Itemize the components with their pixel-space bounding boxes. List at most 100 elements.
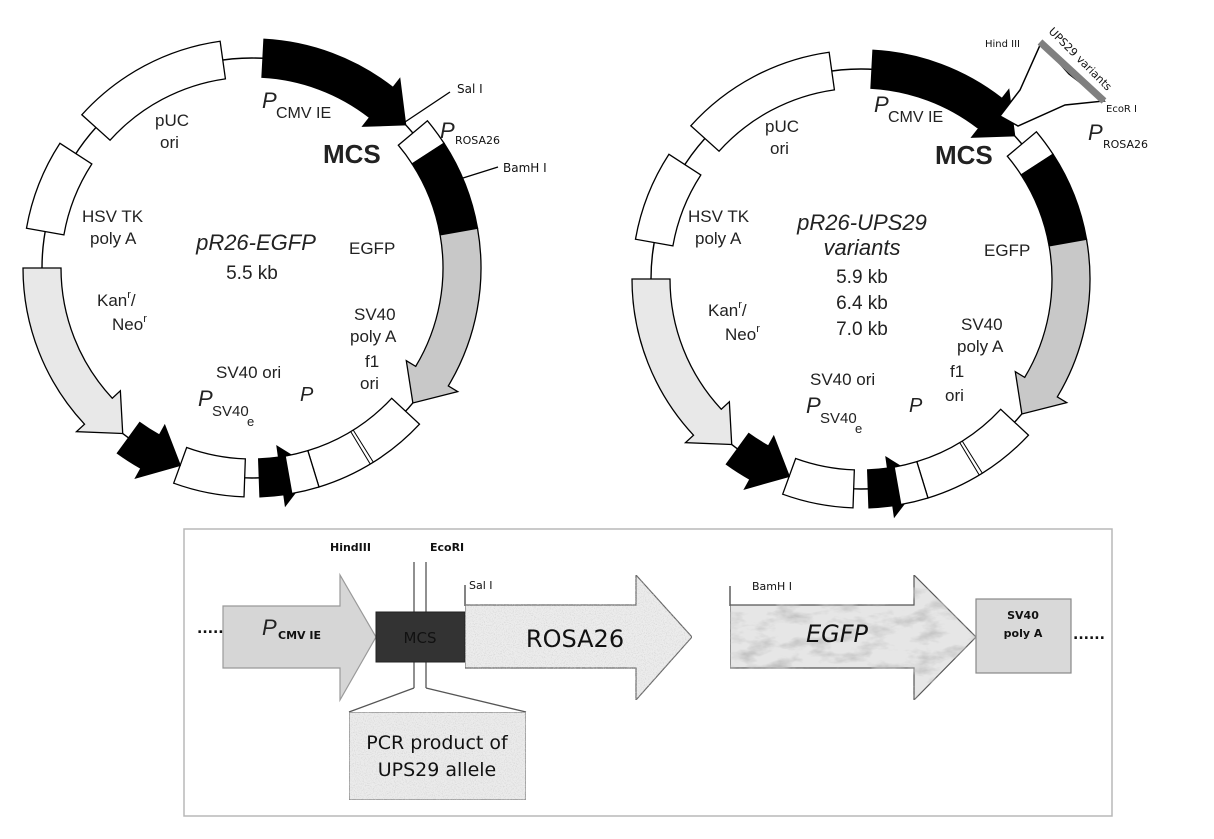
label-f1-1: f1 bbox=[950, 362, 964, 381]
rosa26-label: ROSA26 bbox=[526, 625, 624, 653]
label-psv40e: P SV40 e bbox=[806, 393, 862, 436]
sv40-polya-box bbox=[975, 598, 1072, 674]
label-sal-i: Sal I bbox=[469, 579, 493, 592]
f1-ori-divider bbox=[350, 431, 371, 465]
pcr-label-2: UPS29 allele bbox=[378, 759, 497, 781]
label-hsv-tk-2: poly A bbox=[90, 229, 137, 248]
egfp-arrow bbox=[729, 573, 977, 702]
pcr-label-1: PCR product of bbox=[366, 732, 509, 754]
label-puc-1: pUC bbox=[765, 117, 799, 136]
label-f1-1: f1 bbox=[365, 352, 379, 371]
kan-slash: / bbox=[131, 291, 136, 310]
psv40-sub: SV40 bbox=[212, 403, 249, 420]
label-p: P bbox=[300, 384, 314, 406]
label-egfp: EGFP bbox=[984, 241, 1030, 260]
kan-text: Kanr/ bbox=[97, 289, 136, 310]
mcs-label: MCS bbox=[404, 629, 437, 647]
label-egfp: EGFP bbox=[349, 239, 395, 258]
label-sv40-polya-2: poly A bbox=[957, 337, 1004, 356]
neo-word: Neo bbox=[112, 315, 143, 334]
rosa26-arrow bbox=[464, 573, 693, 702]
plasmid-size-2: 6.4 kb bbox=[836, 293, 888, 314]
plasmid-size-1: 5.9 kb bbox=[836, 267, 888, 288]
plasmid-name: pR26-UPS29 bbox=[796, 210, 927, 235]
pcr-connector-right bbox=[425, 687, 527, 713]
kan-neo-arrow bbox=[22, 267, 124, 435]
label-mcs: MCS bbox=[323, 139, 381, 169]
label-bamh-i: BamH I bbox=[752, 580, 792, 593]
ups29-insert: UPS29 variants Hind III EcoR I bbox=[985, 25, 1137, 127]
prosa-p: P bbox=[440, 118, 455, 143]
pcmv-p: P bbox=[262, 615, 277, 640]
plasmid-size-3: 7.0 kb bbox=[836, 319, 888, 340]
puc-ori-box bbox=[689, 51, 836, 153]
egfp-arrow bbox=[405, 227, 482, 404]
neo-text: Neor bbox=[725, 323, 760, 344]
f1-ori-divider bbox=[352, 429, 374, 463]
pcmv-p: P bbox=[874, 92, 889, 117]
left-dots: ...... bbox=[197, 621, 229, 637]
psv40-p: P bbox=[198, 386, 213, 411]
label-kan-neo: Kanr/ Neor bbox=[97, 289, 147, 334]
kan-neo-arrow bbox=[631, 278, 733, 446]
label-puc-2: ori bbox=[160, 133, 179, 152]
kan-sup: r bbox=[127, 289, 131, 301]
kan-text: Kanr/ bbox=[708, 299, 747, 320]
f1-ori-divider bbox=[961, 440, 983, 474]
prosa-sub: ROSA26 bbox=[1103, 138, 1148, 151]
kan-slash: / bbox=[742, 301, 747, 320]
pcmv-ie-arrow bbox=[870, 49, 1016, 138]
egfp-arrow bbox=[1014, 238, 1091, 415]
f1-ori-divider bbox=[959, 442, 980, 476]
psv40-p: P bbox=[806, 393, 821, 418]
f1-ori-box bbox=[284, 449, 320, 495]
label-sv40-polya-2: poly A bbox=[350, 327, 397, 346]
label-f1-2: ori bbox=[945, 386, 964, 405]
neo-sup: r bbox=[756, 323, 760, 335]
hsv-tk-polya-box bbox=[25, 142, 93, 236]
pcr-connector-left bbox=[348, 687, 415, 713]
psv40e-arrow bbox=[116, 421, 182, 479]
sv40-label-2: poly A bbox=[1004, 627, 1043, 640]
right-dots: ...... bbox=[1073, 627, 1105, 643]
hsv-tk-polya-box bbox=[634, 153, 702, 247]
pcmv-sub: CMV IE bbox=[888, 109, 943, 126]
label-sal-i: Sal I bbox=[457, 82, 483, 96]
plasmid-map-pr26-egfp: P CMV IE MCS Sal I P ROSA26 BamH I EGFP … bbox=[22, 38, 547, 508]
kan-word: Kan bbox=[97, 291, 127, 310]
mcs-box bbox=[375, 611, 466, 663]
plasmid-name: pR26-EGFP bbox=[195, 230, 316, 255]
label-p: P bbox=[909, 395, 923, 417]
neo-word: Neo bbox=[725, 325, 756, 344]
label-puc-2: ori bbox=[770, 139, 789, 158]
label-pcmv-ie: P CMV IE bbox=[262, 88, 331, 122]
kan-word: Kan bbox=[708, 301, 738, 320]
label-ecori: EcoRI bbox=[430, 541, 464, 554]
sal-i-leader bbox=[401, 91, 451, 125]
label-sv40-polya-1: SV40 bbox=[354, 305, 396, 324]
label-bamh-i: BamH I bbox=[503, 161, 547, 175]
pcmv-ie-arrow bbox=[261, 38, 407, 127]
sv40-label-1: SV40 bbox=[1007, 609, 1039, 622]
f1-ori-box bbox=[893, 460, 929, 506]
neo-text: Neor bbox=[112, 313, 147, 334]
label-hindiii: HindIII bbox=[330, 541, 371, 554]
label-prosa26: P ROSA26 bbox=[1088, 120, 1148, 151]
ups29-insert-bar bbox=[1037, 39, 1107, 104]
label-hsv-tk-1: HSV TK bbox=[82, 207, 144, 226]
pcmv-sub: CMV IE bbox=[278, 629, 321, 642]
label-sv40-ori: SV40 ori bbox=[810, 370, 875, 389]
prosa-sub: ROSA26 bbox=[455, 134, 500, 147]
label-puc-1: pUC bbox=[155, 111, 189, 130]
label-ecor-i: EcoR I bbox=[1106, 104, 1137, 115]
prosa26-box bbox=[411, 142, 479, 236]
label-sv40-polya-1: SV40 bbox=[961, 315, 1003, 334]
puc-ori-box bbox=[80, 40, 227, 142]
prosa26-box bbox=[1020, 153, 1088, 247]
sv40-ori-box bbox=[172, 446, 247, 498]
pcmv-ie-arrow bbox=[222, 572, 377, 703]
psv40-sub: SV40 bbox=[820, 410, 857, 427]
psv40-subsub: e bbox=[247, 414, 254, 429]
kan-sup: r bbox=[738, 299, 742, 311]
